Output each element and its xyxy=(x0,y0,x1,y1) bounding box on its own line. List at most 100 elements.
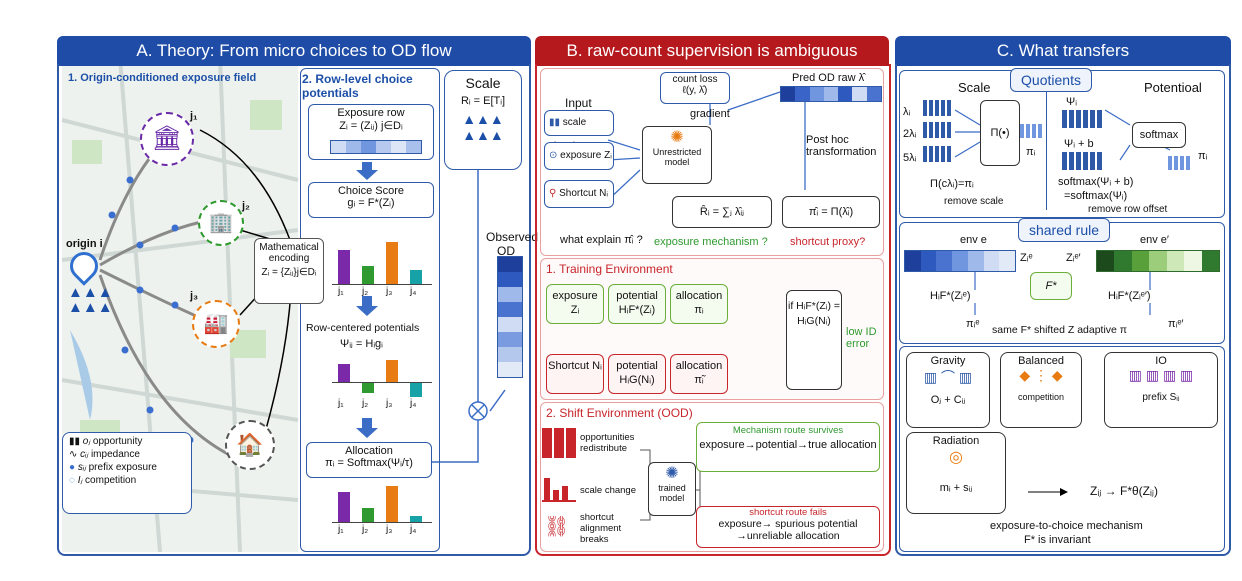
row-centered-title: Row-centered potentials xyxy=(306,322,420,334)
alloc-bar-j3 xyxy=(386,486,398,522)
panelA-frame xyxy=(57,64,531,556)
centered-bar-chart xyxy=(332,358,432,408)
hf-e2: HᵢF*(Zᵢᵉ′) xyxy=(1108,290,1151,302)
f-star-box: F* xyxy=(1030,272,1072,300)
mapping-eq: Zᵢⱼ → F*θ(Zᵢⱼ) xyxy=(1090,484,1158,498)
score-bar-j1 xyxy=(338,250,350,284)
choice-score-box: Choice Score gᵢ = F*(Zᵢ) xyxy=(308,182,434,218)
centered-bar-j1 xyxy=(338,364,350,382)
legend-prefix-exposure: ● sᵢⱼ prefix exposure xyxy=(69,462,157,473)
gravity-eq: Oⱼ + Cᵢⱼ xyxy=(930,394,966,406)
training-title: 1. Training Environment xyxy=(546,262,673,276)
scale-eq: Rᵢ = E[Tᵢ] xyxy=(460,95,506,107)
balanced-competition: competition xyxy=(1017,392,1065,402)
if-equal-box: if HᵢF*(Zᵢ) = HᵢG(Nᵢ) xyxy=(786,290,842,390)
pi-out-bars xyxy=(1020,124,1044,138)
input-exposure: ⊙ exposure Zᵢ xyxy=(544,142,614,170)
panelC-frame xyxy=(895,64,1231,556)
fail-text: exposure→ spurious potential →unreliable… xyxy=(718,518,858,542)
footer-1: exposure-to-choice mechanism xyxy=(990,520,1143,532)
scale-in-3: 5λᵢ xyxy=(903,152,917,164)
allocation-eq: πᵢ = Softmax(Ψᵢ/τ) xyxy=(325,457,413,469)
shared-rule-tag: shared rule xyxy=(1018,218,1110,242)
gradient-label: gradient xyxy=(690,108,730,120)
math-encoding-eq: Zᵢ = {Zᵢⱼ}j∈Dᵢ xyxy=(261,267,317,278)
pi-e2: πᵢᵉ′ xyxy=(1168,318,1184,330)
gravity-icon: ▥ ⌒ ▥ xyxy=(923,369,973,385)
io-box: IO ▥ ▥ ▥ ▥ prefix Sᵢⱼ xyxy=(1104,352,1218,428)
observed-od-label: Observed OD xyxy=(486,230,539,258)
alloc-bar-j4 xyxy=(410,516,422,522)
legend-impedance: ∿ cᵢⱼ impedance xyxy=(69,449,140,460)
pi-e: πᵢᵉ xyxy=(966,318,980,330)
broken-link-icon: ⛓ xyxy=(544,516,570,538)
count-loss-box: count loss ℓ(y, λ̂) xyxy=(660,72,730,104)
alloc-bar-j2 xyxy=(362,508,374,522)
pi-op-box: Π(•) xyxy=(980,100,1020,166)
train-shortcut-allocation: allocation π̃ᵢ xyxy=(670,354,728,394)
train-potential: potential HᵢF*(Zᵢ) xyxy=(608,284,666,324)
radiation-eq: mᵢ + sᵢⱼ xyxy=(939,482,973,494)
quotients-tag: Quotients xyxy=(1010,68,1092,92)
psi-bars xyxy=(1062,110,1102,128)
shift-item-3: shortcut alignment breaks xyxy=(580,512,622,545)
network-icon: ✺ xyxy=(670,129,684,146)
survive-title: Mechanism route survives xyxy=(732,425,844,436)
balanced-title: Balanced xyxy=(1018,355,1064,367)
fail-title: shortcut route fails xyxy=(749,507,827,518)
row-title: 2. Row-level choice potentials xyxy=(302,72,413,100)
scale-in-2: 2λᵢ xyxy=(903,128,917,140)
softmax-eq-1: softmax(Ψᵢ + b) xyxy=(1058,176,1134,188)
pred-od-heatmap xyxy=(780,86,882,102)
pi-hat-box: π̂ᵢ = Π(λ̂ᵢ) xyxy=(782,196,880,228)
pred-od-label: Pred OD raw λ̂ xyxy=(792,72,865,84)
post-hoc-label: Post hoc transformation xyxy=(806,134,877,158)
destination-j3-icon: 🏭 xyxy=(192,300,240,348)
z-e2-label: Zᵢᵉ′ xyxy=(1066,252,1081,264)
panelB-header: B. raw-count supervision is ambiguous xyxy=(535,36,889,66)
unrestricted-model-label: Unrestricted model xyxy=(652,147,702,167)
exposure-row-eq: Zᵢ = (Zᵢⱼ) j∈Dᵢ xyxy=(339,120,403,132)
population-icon: ▲▲▲▲▲▲ xyxy=(68,284,113,316)
field-title: 1. Origin-conditioned exposure field xyxy=(68,72,257,84)
bar-icon xyxy=(542,474,576,502)
gravity-title: Gravity xyxy=(930,355,966,367)
quotients-divider xyxy=(1046,76,1047,210)
train-allocation: allocation πᵢ xyxy=(670,284,728,324)
choice-score-eq: gᵢ = F*(Zᵢ) xyxy=(347,197,395,209)
scale-population-icon: ▲▲▲▲▲▲ xyxy=(462,111,504,143)
env-e-heatmap xyxy=(904,250,1016,272)
softmax-out-bars xyxy=(1168,156,1192,170)
trained-model-label: trained model xyxy=(658,483,686,503)
allocation-bar-chart xyxy=(332,482,432,523)
origin-label: origin i xyxy=(66,238,103,250)
allocation-box: Allocation πᵢ = Softmax(Ψᵢ/τ) xyxy=(306,442,432,478)
score-bar-j4 xyxy=(410,270,422,284)
balanced-box: Balanced ◆ ⋮ ◆ competition xyxy=(1000,352,1082,428)
centered-bar-j2 xyxy=(362,383,374,393)
choice-score-title: Choice Score xyxy=(337,185,405,197)
softmax-eq-2: =softmax(Ψᵢ) xyxy=(1064,190,1128,202)
centered-bar-j4 xyxy=(410,383,422,397)
exposure-row-title: Exposure row xyxy=(337,107,405,119)
scale-bars-1 xyxy=(923,100,953,116)
io-prefix: prefix Sᵢⱼ xyxy=(1142,392,1180,403)
scale-title: Scale xyxy=(465,75,501,91)
trained-network-icon: ✺ xyxy=(665,465,679,482)
input-shortcut: ⚲ Shortcut Nᵢ xyxy=(544,180,614,208)
psi-b-label: Ψᵢ + b xyxy=(1064,138,1094,150)
observed-od-heatmap xyxy=(497,256,523,378)
count-loss-label: count loss xyxy=(672,74,718,85)
remove-offset: remove row offset xyxy=(1088,204,1168,215)
score-bar-j3 xyxy=(386,242,398,284)
psi-b-bars xyxy=(1062,152,1102,170)
z-e-label: Zᵢᵉ xyxy=(1020,252,1033,264)
input-label: Input xyxy=(565,96,592,110)
shift-item-1: opportunities redistribute xyxy=(580,432,635,454)
env-e2: env e′ xyxy=(1140,234,1169,246)
shift-item-2: scale change xyxy=(580,485,636,496)
input-scale-signals: ▮▮ scale signals xyxy=(544,110,614,152)
centered-bar-j3 xyxy=(386,360,398,382)
destination-j2-icon: 🏢 xyxy=(198,200,244,246)
train-exposure: exposure Zᵢ xyxy=(546,284,604,324)
